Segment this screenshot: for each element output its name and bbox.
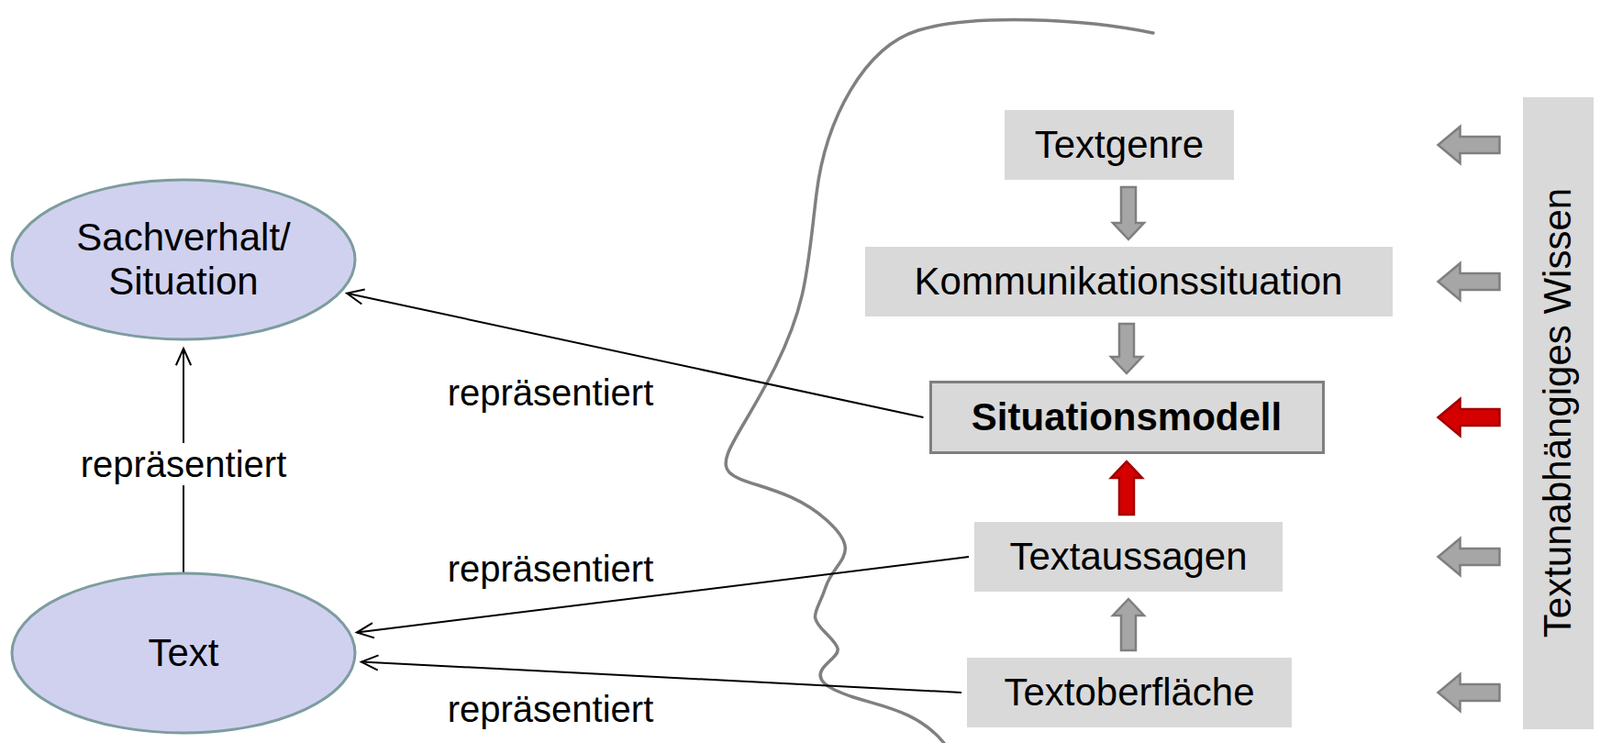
- connector: [361, 655, 962, 693]
- level-box: Textgenre: [1004, 110, 1234, 180]
- node-label: Sachverhalt/ Situation: [45, 215, 322, 305]
- knowledge-band: Textunabhängiges Wissen: [1522, 97, 1594, 730]
- block-arrow: [1438, 263, 1500, 300]
- connector: [1438, 538, 1500, 576]
- connector: [1438, 263, 1500, 300]
- model-box: Situationsmodell: [929, 380, 1325, 455]
- ellipse-outline: [11, 179, 356, 340]
- connector-line: [361, 662, 962, 693]
- edge-label: repräsentiert: [444, 371, 658, 414]
- node-label: Textaussagen: [1009, 534, 1247, 579]
- block-arrow: [1438, 538, 1500, 576]
- connector: [1112, 599, 1145, 651]
- situation-ellipse: Sachverhalt/ Situation: [10, 177, 357, 342]
- connector-line: [346, 293, 923, 418]
- edge-label: repräsentiert: [444, 688, 658, 731]
- block-arrow: [1111, 323, 1143, 374]
- edge-label: repräsentiert: [77, 443, 291, 486]
- node-label: Text: [147, 631, 219, 676]
- connector: [1111, 323, 1143, 374]
- block-arrow: [1438, 674, 1500, 712]
- arrow-head: [356, 622, 375, 638]
- node-label: Textgenre: [1034, 122, 1204, 167]
- connector: [1438, 399, 1500, 436]
- node-label: Textoberfläche: [1003, 670, 1255, 715]
- level-box: Kommunikationssituation: [865, 246, 1393, 317]
- connector: [1438, 126, 1500, 164]
- connector: [346, 289, 923, 418]
- arrow-head: [176, 348, 191, 366]
- connector: [1112, 187, 1145, 240]
- block-arrow: [1112, 187, 1145, 240]
- connector: [1438, 674, 1500, 712]
- node-label: Textunabhängiges Wissen: [1535, 188, 1580, 638]
- block-arrow: [1438, 126, 1500, 164]
- ellipse-outline: [11, 573, 356, 734]
- node-label: Situationsmodell: [971, 395, 1282, 440]
- node-label: Kommunikationssituation: [914, 259, 1344, 304]
- level-box: Textaussagen: [974, 522, 1283, 592]
- block-arrow: [1111, 461, 1143, 515]
- connector: [1111, 461, 1143, 515]
- arrow-head: [361, 655, 379, 670]
- arrow-head: [346, 289, 366, 305]
- text-ellipse: Text: [10, 571, 357, 735]
- edge-label: repräsentiert: [444, 547, 658, 590]
- block-arrow: [1112, 599, 1145, 651]
- level-box: Textoberfläche: [966, 657, 1292, 728]
- block-arrow: [1438, 399, 1500, 436]
